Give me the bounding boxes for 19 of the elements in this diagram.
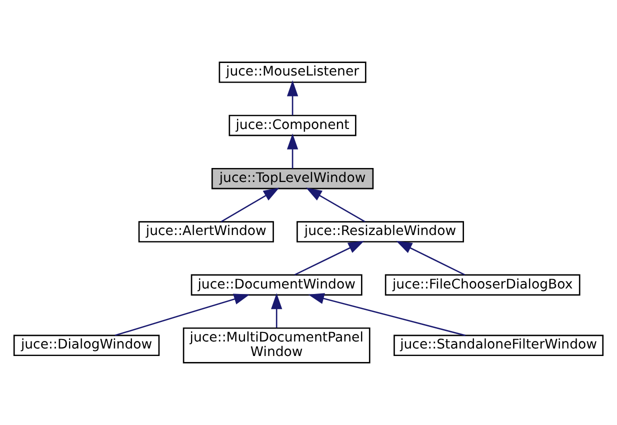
arrow xyxy=(286,80,298,116)
node-box: juce::Component xyxy=(228,114,356,136)
arrow xyxy=(114,294,250,336)
arrow xyxy=(220,188,280,222)
node-box: juce::AlertWindow xyxy=(138,221,274,242)
arrow xyxy=(396,240,466,276)
arrow xyxy=(294,240,364,276)
arrow xyxy=(286,133,298,168)
node-box: juce::MultiDocumentPanel Window xyxy=(182,327,370,364)
node-box: juce::DocumentWindow xyxy=(190,274,362,296)
arrow xyxy=(271,293,282,328)
node-box: juce::MouseListener xyxy=(218,62,366,83)
arrow xyxy=(306,188,366,222)
node-box: juce::ResizableWindow xyxy=(296,221,464,242)
node-box: juce::StandaloneFilterWindow xyxy=(394,334,604,356)
node-box: juce::DialogWindow xyxy=(13,334,160,356)
arrow xyxy=(308,293,466,336)
node-box: juce::TopLevelWindow xyxy=(211,168,374,190)
node-box: juce::FileChooserDialogBox xyxy=(384,274,580,296)
